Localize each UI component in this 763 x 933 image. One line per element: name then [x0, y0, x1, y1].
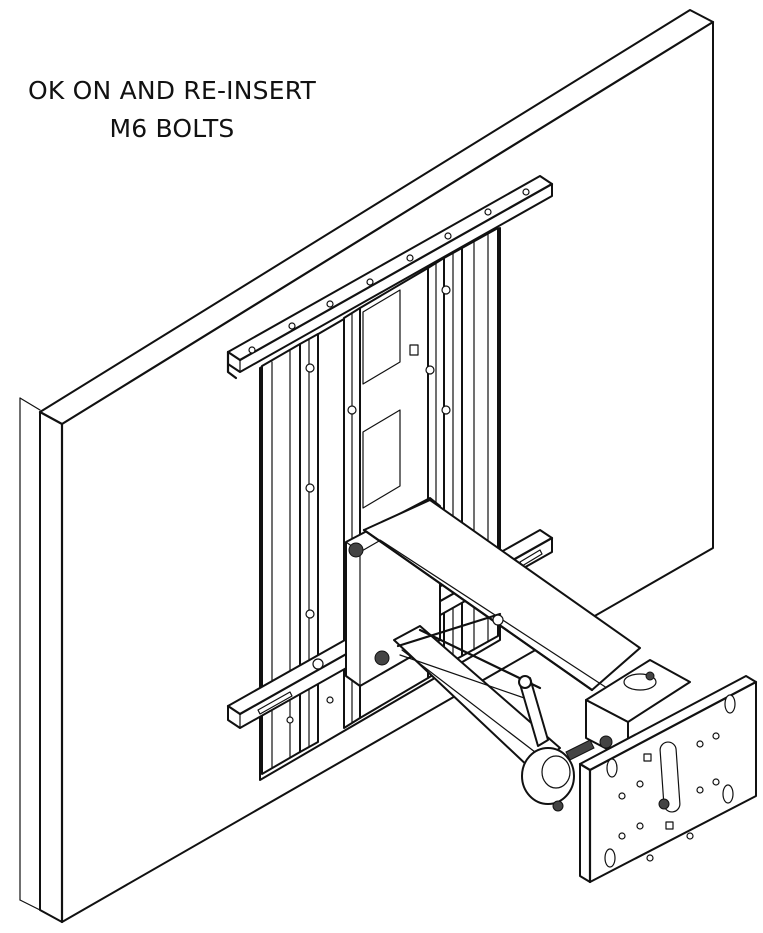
instruction-caption: OK ON AND RE-INSERT M6 BOLTS — [0, 72, 372, 148]
tilt-head — [565, 659, 691, 761]
instruction-line-2: M6 BOLTS — [109, 114, 235, 143]
extension-arm — [362, 499, 641, 812]
tv-plate — [578, 675, 758, 884]
instruction-line-1: OK ON AND RE-INSERT — [28, 76, 316, 105]
